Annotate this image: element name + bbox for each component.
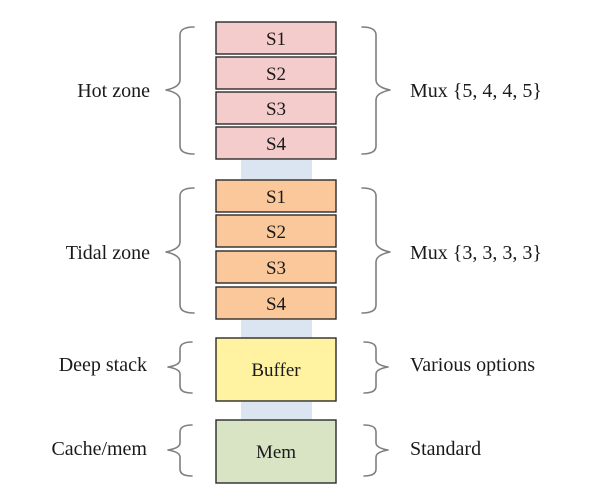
tidal-zone-cell-2 (215, 214, 337, 248)
tidal-zone: S1 S2 S3 S4 Tidal zone Mux {3, 3, 3, 3} (66, 179, 542, 320)
connector-tidal-deep (241, 320, 312, 338)
tidal-zone-cell-3-label: S3 (266, 258, 286, 279)
hot-zone-cell-4 (215, 126, 337, 160)
cache-mem-left-brace (167, 424, 193, 477)
buffer-block-label: Buffer (251, 360, 301, 381)
tidal-zone-cell-4 (215, 286, 337, 320)
hot-zone-cell-4-label: S4 (266, 134, 287, 155)
deep-stack-zone: Buffer Deep stack Various options (59, 337, 535, 402)
buffer-block (215, 337, 337, 402)
hot-zone-cell-2 (215, 56, 337, 90)
cache-mem-label: Cache/mem (51, 438, 147, 460)
tidal-zone-cell-3 (215, 250, 337, 284)
tidal-zone-left-brace (165, 187, 195, 314)
deep-stack-options-label: Various options (410, 354, 535, 376)
deep-stack-left-brace (167, 341, 193, 394)
tidal-zone-cell-1 (215, 179, 337, 213)
hot-zone-left-brace (165, 26, 195, 155)
connector-hot-tidal (241, 160, 312, 180)
tidal-zone-cell-1-label: S1 (266, 187, 286, 208)
mem-block-label: Mem (256, 442, 296, 463)
hot-zone-mux-label: Mux {5, 4, 4, 5} (410, 80, 542, 102)
deep-stack-right-brace (363, 341, 389, 394)
hot-zone-cell-1 (215, 21, 337, 55)
tidal-zone-cell-2-label: S2 (266, 222, 286, 243)
hot-zone-cell-2-label: S2 (266, 64, 286, 85)
hot-zone: S1 S2 S3 S4 Hot zone Mux {5, 4, 4, 5} (77, 21, 542, 160)
hot-zone-cell-1-label: S1 (266, 29, 286, 50)
cache-mem-right-brace (363, 424, 389, 477)
tidal-zone-mux-label: Mux {3, 3, 3, 3} (410, 242, 542, 264)
tidal-zone-cell-4-label: S4 (266, 294, 287, 315)
connector-deep-mem (241, 402, 312, 420)
mem-block (215, 419, 337, 484)
hot-zone-label: Hot zone (77, 80, 150, 102)
hot-zone-cell-3 (215, 91, 337, 125)
tidal-zone-right-brace (361, 187, 391, 314)
tidal-zone-label: Tidal zone (66, 242, 150, 264)
cache-mem-standard-label: Standard (410, 438, 481, 460)
cache-mem-zone: Mem Cache/mem Standard (51, 419, 481, 484)
deep-stack-label: Deep stack (59, 354, 147, 376)
hot-zone-cell-3-label: S3 (266, 99, 286, 120)
hot-zone-right-brace (361, 26, 391, 155)
